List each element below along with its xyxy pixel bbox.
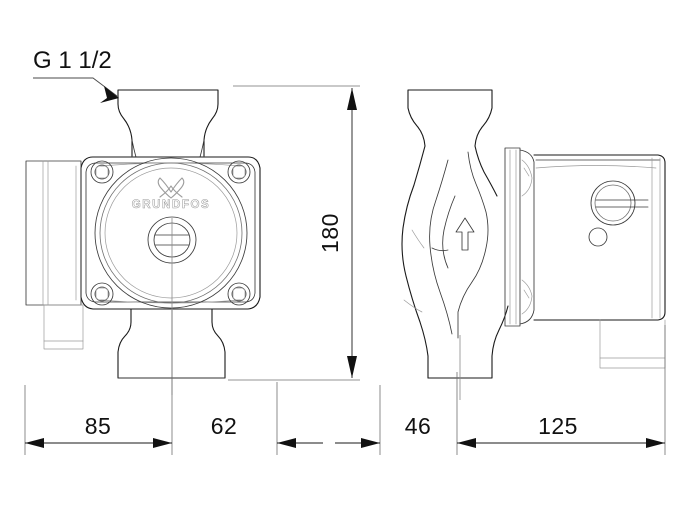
- grundfos-wordmark: GRUNDFOS: [132, 199, 211, 211]
- dimension-125-label: 125: [538, 413, 578, 439]
- dimension-125: 125: [457, 413, 665, 448]
- side-view-clamp-ring: [504, 147, 535, 327]
- front-view-terminal-box: [25, 160, 82, 306]
- front-view-bolt-bosses: [90, 160, 251, 306]
- dimension-85: 85: [25, 413, 172, 448]
- dimension-62: 62: [211, 413, 323, 448]
- dimension-extension-lines: [24, 85, 666, 455]
- front-view-pump-head: [80, 156, 261, 310]
- side-view-motor-housing: [533, 154, 666, 321]
- thread-size-callout: G 1 1/2: [33, 47, 119, 103]
- dimension-180-arrow-bottom: [347, 356, 357, 378]
- dimension-125-arrow-left: [457, 438, 476, 448]
- dimension-180-arrow-top: [347, 88, 357, 110]
- front-view: GRUNDFOS: [25, 89, 261, 395]
- side-view-volute-housing: [401, 145, 509, 379]
- dimension-180: 180: [317, 88, 357, 378]
- front-view-lower-flange: [117, 308, 226, 379]
- speed-selector-screw-icon: [588, 180, 649, 247]
- dimension-85-arrow-left: [25, 438, 44, 448]
- dimension-46-label: 46: [405, 413, 432, 439]
- dimension-85-arrow-right: [153, 438, 172, 448]
- dimension-46-arrow-left: [361, 438, 380, 448]
- dimension-62-label: 62: [211, 413, 238, 439]
- dimension-62-arrow-left: [277, 438, 296, 448]
- front-view-motor-cover: [94, 157, 248, 309]
- grundfos-x-logo: [157, 177, 185, 199]
- side-view: [401, 89, 666, 400]
- front-view-upper-flange: [117, 89, 219, 158]
- thread-size-label: G 1 1/2: [33, 47, 112, 74]
- flow-direction-arrow-icon: [455, 217, 475, 251]
- dimension-125-arrow-right: [646, 438, 665, 448]
- dimension-180-label: 180: [317, 213, 343, 253]
- dimension-85-label: 85: [85, 413, 112, 439]
- front-view-cable-gland: [43, 304, 84, 350]
- dimension-46: 46: [335, 413, 431, 448]
- side-view-terminal-box: [599, 319, 666, 369]
- side-view-upper-flange: [407, 89, 493, 147]
- thread-size-leader-arrow: [100, 86, 119, 103]
